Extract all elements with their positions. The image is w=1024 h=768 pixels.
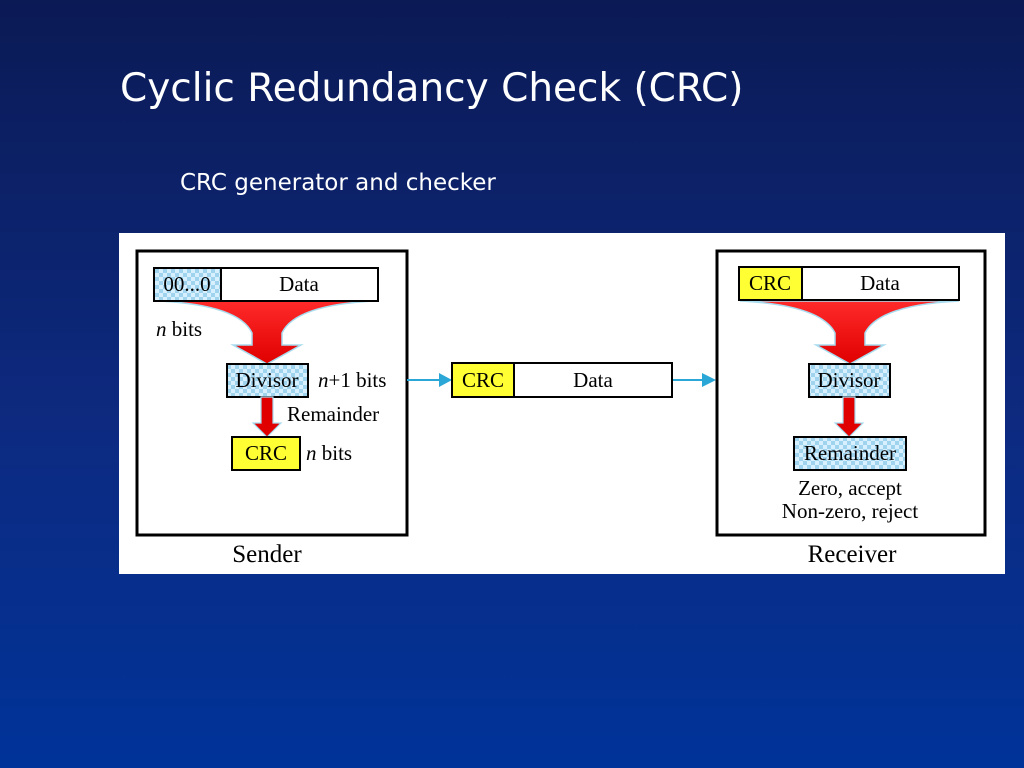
receiver-caption: Receiver [808,541,898,568]
connector-frame-to-receiver [672,373,716,387]
receiver-data-field [801,266,960,301]
sender-divisor-box [226,363,309,398]
sender-data-label: Data [279,272,319,296]
frame-data-label: Data [573,368,613,392]
slide-subtitle: CRC generator and checker [180,170,496,196]
receiver-crc-label: CRC [749,271,791,295]
receiver-divisor-box [808,363,891,398]
receiver-accept-label: Zero, accept [798,476,902,500]
sender-n-plus-one-label: n+1 bits [318,368,386,392]
receiver-remainder-arrow [833,396,865,438]
frame-crc-label: CRC [462,368,504,392]
receiver-reject-label: Non-zero, reject [782,499,919,523]
sender-funnel-arrow [158,300,375,365]
receiver-funnel-arrow [739,300,960,365]
receiver-data-label: Data [860,271,900,295]
receiver-divisor-label: Divisor [818,368,881,392]
frame-data-field [513,362,673,398]
sender-crc-bits-label: n bits [306,441,352,465]
sender-data-field [220,267,379,302]
connector-sender-to-frame [407,373,452,387]
sender-caption: Sender [232,541,302,568]
slide-title: Cyclic Redundancy Check (CRC) [120,66,744,111]
sender-crc-box [231,436,301,471]
sender-zeros-field [153,267,222,302]
sender-crc-label: CRC [245,441,287,465]
sender-n-bits-label: n bits [156,317,202,341]
sender-divisor-label: Divisor [236,368,299,392]
sender-zeros-label: 00...0 [163,272,210,296]
receiver-remainder-box [793,436,907,471]
sender-remainder-label: Remainder [287,402,379,426]
crc-diagram: 00...0 Data n bits Divisor n+1 bits Rema… [119,233,1005,574]
sender-remainder-arrow [251,396,283,438]
receiver-remainder-label: Remainder [804,441,896,465]
